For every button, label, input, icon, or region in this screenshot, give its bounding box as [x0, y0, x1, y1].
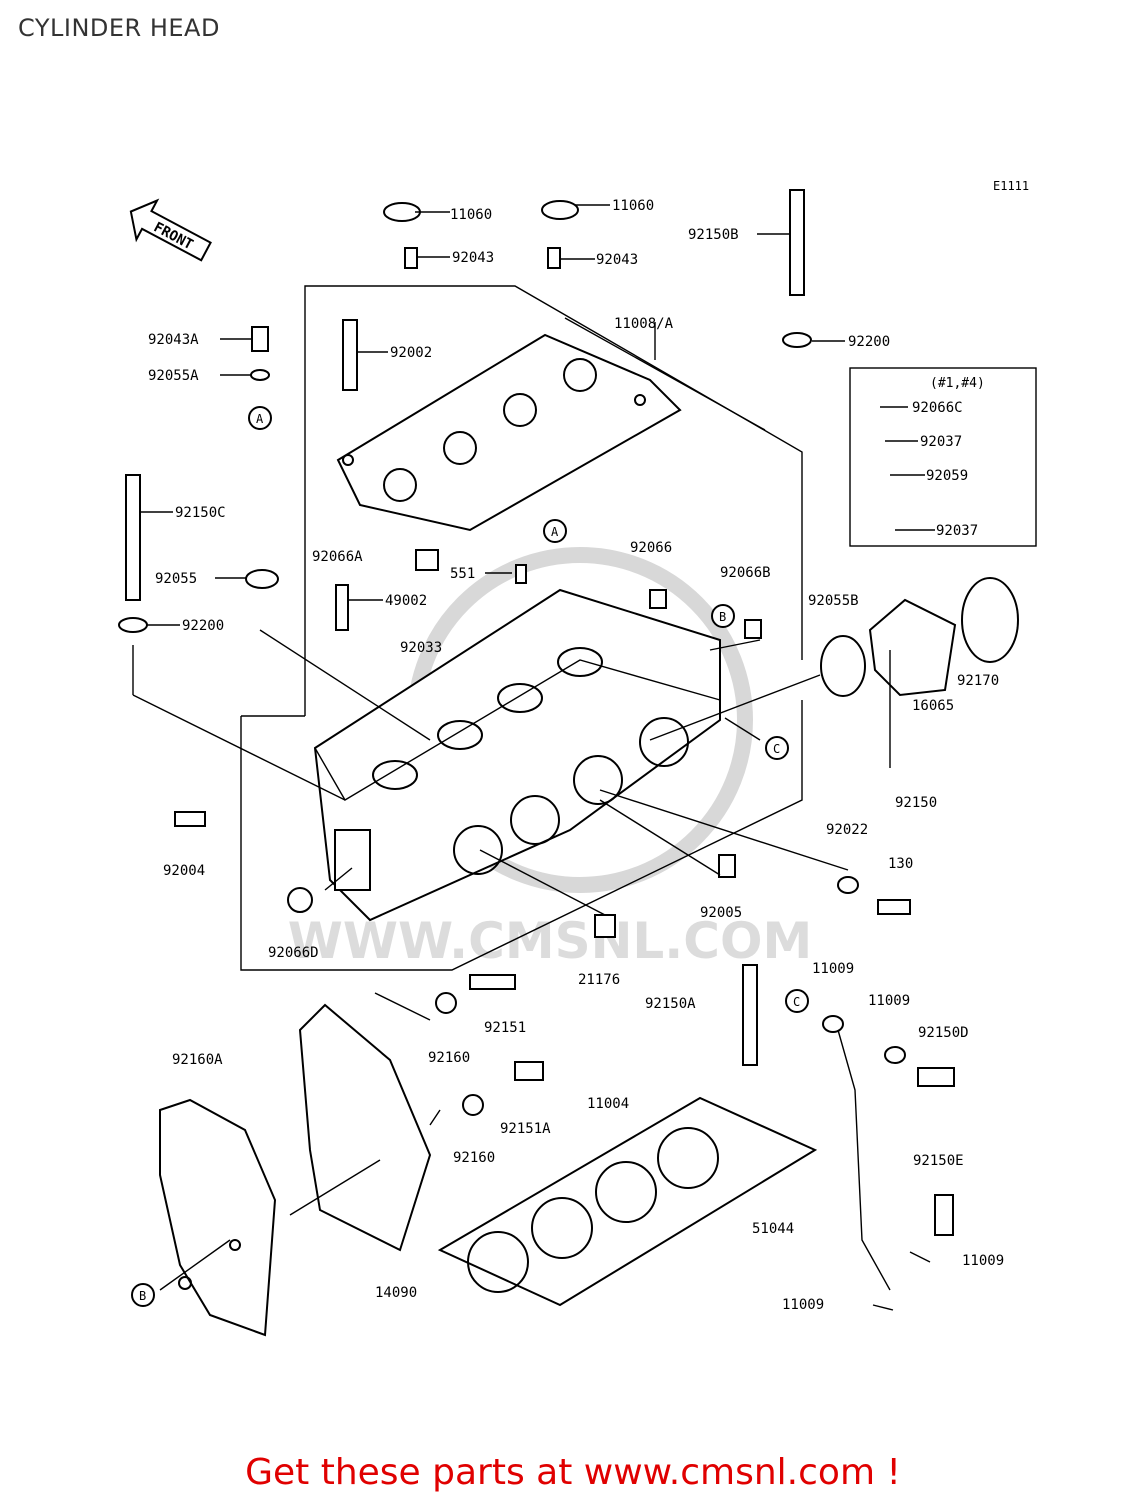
- part-label: 14090: [375, 1285, 417, 1301]
- callout-letter: A: [551, 525, 559, 539]
- part-label: 92170: [957, 673, 999, 689]
- part-label: 11060: [612, 198, 654, 214]
- callout-letter: C: [793, 995, 800, 1009]
- part-label: 92059: [926, 468, 968, 484]
- part-label: 92055A: [148, 368, 199, 384]
- part-label: 92055B: [808, 593, 859, 609]
- part-label: 92022: [826, 822, 868, 838]
- part-label: 11060: [450, 207, 492, 223]
- group-note: (#1,#4): [930, 376, 985, 391]
- part-label: 11004: [587, 1096, 629, 1112]
- part-label: 16065: [912, 698, 954, 714]
- cylinder-head: [313, 588, 721, 922]
- callout-letter: A: [256, 412, 264, 426]
- leader-lines: [132, 204, 935, 1291]
- part-label: 92160: [453, 1150, 495, 1166]
- part-label: 11009: [962, 1253, 1004, 1269]
- part-label: 92150D: [918, 1025, 969, 1041]
- part-label: 92004: [163, 863, 205, 879]
- part-label: 92066D: [268, 945, 319, 961]
- part-label: 92043: [596, 252, 638, 268]
- part-label: 92150: [895, 795, 937, 811]
- callout-letter: C: [773, 742, 780, 756]
- part-label: 92043A: [148, 332, 199, 348]
- part-label: 51044: [752, 1221, 794, 1237]
- part-label: 92033: [400, 640, 442, 656]
- part-label: 92150A: [645, 996, 696, 1012]
- side-cover-92160a: [159, 1098, 277, 1337]
- part-label: 92037: [920, 434, 962, 450]
- part-label: 11009: [812, 961, 854, 977]
- part-label: 92200: [182, 618, 224, 634]
- part-label: 92005: [700, 905, 742, 921]
- part-label: 92002: [390, 345, 432, 361]
- figure-code: E1111: [993, 179, 1029, 193]
- callouts: A A B B C C: [131, 406, 809, 1307]
- page-title: CYLINDER HEAD: [18, 14, 220, 42]
- part-label: 92200: [848, 334, 890, 350]
- camshaft-holder: [336, 333, 682, 532]
- front-arrow-icon: FRONT: [129, 198, 212, 262]
- part-label: 21176: [578, 972, 620, 988]
- part-label: 11009: [868, 993, 910, 1009]
- promo-text[interactable]: Get these parts at www.cmsnl.com !: [245, 1452, 901, 1493]
- part-labels: 11060 11060 92043 92043 92150B 92200 110…: [148, 198, 1004, 1313]
- part-label: 11008/A: [614, 316, 674, 332]
- small-parts: [118, 189, 955, 1311]
- part-label: 49002: [385, 593, 427, 609]
- callout-letter: B: [719, 610, 726, 624]
- part-label: 92150E: [913, 1153, 964, 1169]
- part-label: 551: [450, 566, 475, 582]
- part-label: 92066B: [720, 565, 771, 581]
- part-label: 11009: [782, 1297, 824, 1313]
- thermostat-housing: [820, 367, 1037, 697]
- part-label: 92151A: [500, 1121, 551, 1137]
- side-cover-14090: [298, 1003, 432, 1252]
- part-label: 92043: [452, 250, 494, 266]
- part-label: 92150C: [175, 505, 226, 521]
- part-label: 92160: [428, 1050, 470, 1066]
- frame-lines: [240, 285, 803, 971]
- part-label: 92066C: [912, 400, 963, 416]
- part-label: 92066: [630, 540, 672, 556]
- callout-letter: B: [139, 1289, 146, 1303]
- part-label: 130: [888, 856, 913, 872]
- part-label: 92160A: [172, 1052, 223, 1068]
- head-gasket: [437, 1096, 818, 1307]
- part-label: 92055: [155, 571, 197, 587]
- part-label: 92066A: [312, 549, 363, 565]
- part-label: 92150B: [688, 227, 739, 243]
- part-label: 92151: [484, 1020, 526, 1036]
- part-label: 92037: [936, 523, 978, 539]
